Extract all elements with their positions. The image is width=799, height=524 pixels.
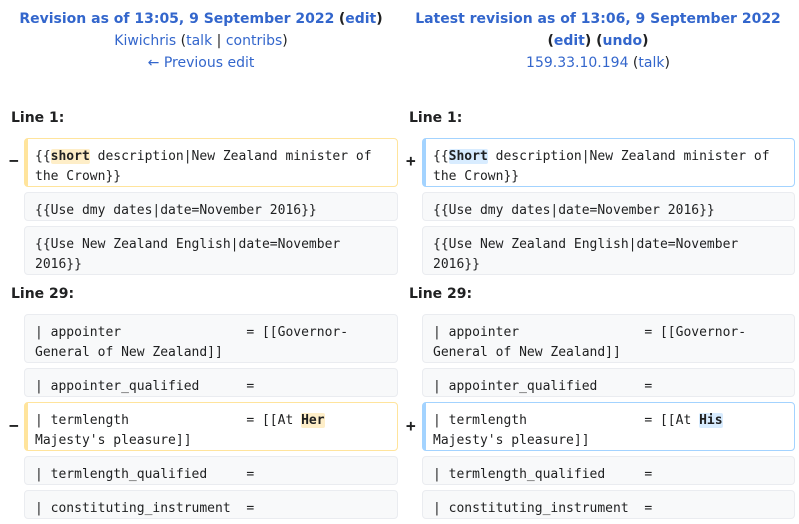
deleted-line-cell: {{short description|New Zealand minister…: [24, 138, 398, 187]
context-line-cell: {{Use dmy dates|date=November 2016}}: [24, 192, 398, 221]
added-line-cell: | termlength = [[At His Majesty's pleasu…: [422, 402, 795, 451]
left-edit-link[interactable]: edit: [345, 11, 377, 27]
left-revision-title-line: Revision as of 13:05, 9 September 2022 (…: [19, 11, 383, 27]
deletion-marker: −: [9, 416, 19, 435]
context-line-cell: | constituting_instrument =: [422, 490, 795, 519]
right-line-number: Line 1:: [409, 110, 463, 126]
previous-edit-link[interactable]: ← Previous edit: [147, 55, 255, 71]
context-line-cell: {{Use New Zealand English|date=November …: [422, 226, 795, 275]
context-line-cell: | appointer = [[Governor-General of New …: [24, 314, 398, 363]
right-revision-header: Latest revision as of 13:06, 9 September…: [398, 8, 798, 74]
context-line-cell: | appointer_qualified =: [24, 368, 398, 397]
deleted-word: short: [50, 149, 90, 164]
deletion-marker: −: [9, 151, 19, 170]
left-revision-title-link[interactable]: Revision as of 13:05, 9 September 2022: [19, 11, 335, 27]
deleted-line-cell: | termlength = [[At Her Majesty's pleasu…: [24, 402, 398, 451]
context-line-cell: {{Use New Zealand English|date=November …: [24, 226, 398, 275]
context-line-cell: | termlength_qualified =: [422, 456, 795, 485]
context-line-cell: | constituting_instrument =: [24, 490, 398, 519]
left-line-number: Line 1:: [11, 110, 65, 126]
left-line-number: Line 29:: [11, 286, 75, 302]
context-line-cell: | appointer = [[Governor-General of New …: [422, 314, 795, 363]
ip-user-link[interactable]: 159.33.10.194: [526, 55, 629, 71]
context-line-cell: | termlength_qualified =: [24, 456, 398, 485]
left-user-line: Kiwichris (talk | contribs): [114, 33, 288, 49]
left-talk-link[interactable]: talk: [186, 33, 213, 49]
context-line-cell: {{Use dmy dates|date=November 2016}}: [422, 192, 795, 221]
addition-marker: +: [406, 151, 416, 170]
right-edit-link[interactable]: edit: [553, 33, 585, 49]
right-revision-title-link[interactable]: Latest revision as of 13:06, 9 September…: [415, 11, 781, 27]
addition-marker: +: [406, 416, 416, 435]
left-contribs-link[interactable]: contribs: [225, 33, 283, 49]
left-revision-header: Revision as of 13:05, 9 September 2022 (…: [0, 8, 402, 74]
added-word: His: [699, 413, 723, 428]
right-talk-link[interactable]: talk: [638, 55, 665, 71]
added-line-cell: {{Short description|New Zealand minister…: [422, 138, 795, 187]
deleted-word: Her: [301, 413, 325, 428]
right-line-number: Line 29:: [409, 286, 473, 302]
left-user-link[interactable]: Kiwichris: [114, 33, 177, 49]
context-line-cell: | appointer_qualified =: [422, 368, 795, 397]
undo-link[interactable]: undo: [602, 33, 643, 49]
right-user-line: 159.33.10.194 (talk): [526, 55, 670, 71]
right-revision-title-line: Latest revision as of 13:06, 9 September…: [398, 8, 798, 30]
added-word: Short: [448, 149, 488, 164]
